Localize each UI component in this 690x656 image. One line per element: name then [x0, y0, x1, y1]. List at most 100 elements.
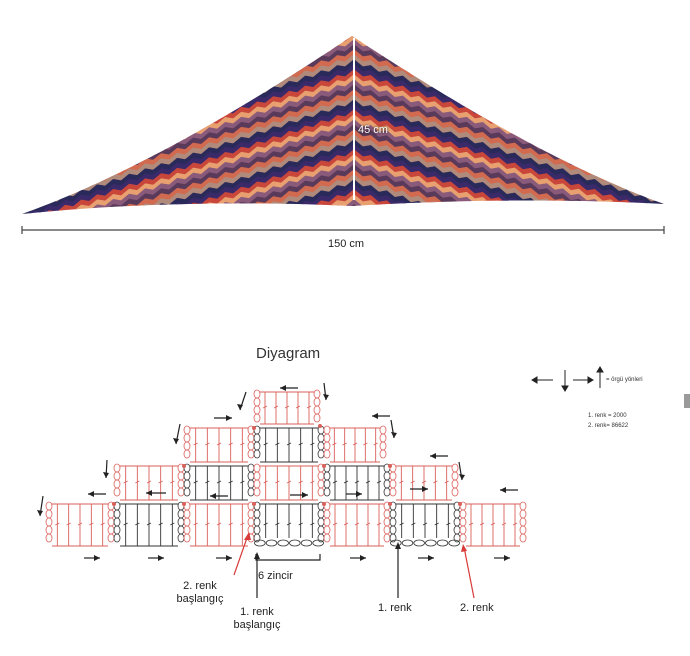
chain-stitch: [390, 480, 396, 488]
shawl-photo: [0, 0, 690, 260]
joining-stitch: [322, 464, 326, 468]
chain-stitch: [254, 518, 260, 526]
chain-stitch: [452, 464, 458, 472]
chain-stitch: [520, 534, 526, 542]
chain-stitch: [114, 526, 120, 534]
joining-stitch: [182, 464, 186, 468]
chain-stitch: [454, 510, 460, 518]
chain-stitch: [414, 540, 425, 546]
chain-stitch: [248, 464, 254, 472]
chain-stitch: [314, 406, 320, 414]
chain-stitch: [390, 526, 396, 534]
chain-stitch: [318, 442, 324, 450]
stitch-block: [184, 502, 254, 546]
chain-stitch: [324, 426, 330, 434]
chain-stitch: [460, 526, 466, 534]
chain-stitch: [384, 518, 390, 526]
chain-stitch: [254, 442, 260, 450]
stitch-block: [114, 502, 184, 546]
chain-stitch: [324, 518, 330, 526]
chain-stitch: [520, 518, 526, 526]
shawl-stripe: [10, 198, 674, 260]
joining-stitch: [388, 502, 392, 506]
chain-stitch: [454, 518, 460, 526]
stitch-block: [390, 464, 458, 500]
chain-stitch: [318, 510, 324, 518]
stitch-block: [460, 502, 526, 546]
chain-stitch: [390, 510, 396, 518]
chain-stitch: [324, 510, 330, 518]
joining-stitch: [388, 464, 392, 468]
stitch-block: [324, 426, 386, 462]
chain-stitch: [178, 472, 184, 480]
shawl-stripe: [10, 203, 674, 260]
arrow-head: [391, 432, 397, 438]
annotation-color1-start: 1. renk başlangıç: [222, 606, 292, 632]
chain-stitch: [254, 488, 260, 496]
chain-stitch: [254, 398, 260, 406]
chain-stitch: [114, 464, 120, 472]
chain-stitch: [184, 450, 190, 458]
chain-stitch: [266, 540, 277, 546]
chain-stitch: [324, 442, 330, 450]
chain-stitch: [255, 540, 266, 546]
chain-stitch: [318, 450, 324, 458]
arrow-head: [94, 555, 100, 561]
chain-stitch: [248, 434, 254, 442]
chain-stitch: [254, 526, 260, 534]
chain-stitch: [290, 540, 301, 546]
chain-stitch: [184, 488, 190, 496]
chain-stitch: [324, 434, 330, 442]
shawl-stripes: [10, 28, 674, 260]
chain-stitch: [248, 450, 254, 458]
chain-stitch: [384, 526, 390, 534]
arrow-head: [323, 394, 329, 400]
chain-stitch: [437, 540, 448, 546]
legend-color1: 1. renk = 2000: [588, 413, 627, 419]
chain-stitch: [46, 502, 52, 510]
chain-stitch: [184, 526, 190, 534]
chain-stitch: [454, 526, 460, 534]
chain-stitch: [449, 540, 460, 546]
chain-stitch: [318, 472, 324, 480]
chain-stitch: [178, 526, 184, 534]
chain-stitch: [254, 472, 260, 480]
joining-stitch: [458, 502, 462, 506]
arrow-head: [88, 491, 94, 497]
stitch-block: [254, 426, 324, 462]
chain-stitch: [254, 414, 260, 422]
chain-stitch: [318, 480, 324, 488]
chain-stitch: [248, 510, 254, 518]
chain-stitch: [402, 540, 413, 546]
chain-stitch: [254, 534, 260, 542]
chain-stitch: [452, 472, 458, 480]
annotation-color2-start: 2. renk başlangıç: [160, 580, 240, 606]
stitch-block: [254, 464, 324, 500]
chain-stitch: [390, 518, 396, 526]
chain-stitch: [520, 510, 526, 518]
chain-stitch: [314, 390, 320, 398]
stitch-block: [254, 502, 324, 546]
chain-stitch: [318, 434, 324, 442]
chain-stitch: [390, 534, 396, 542]
chain-stitch: [324, 472, 330, 480]
chain-stitch: [301, 540, 312, 546]
chain-stitch: [460, 510, 466, 518]
chain-stitch: [248, 488, 254, 496]
chain-stitch: [184, 510, 190, 518]
chain-stitch: [254, 464, 260, 472]
legend-direction-note: = örgü yönleri: [606, 377, 643, 383]
chain-stitch: [452, 480, 458, 488]
stitch-block: [46, 502, 114, 546]
chain-stitch: [108, 534, 114, 542]
chain-stitch: [324, 480, 330, 488]
stitch-block: [184, 464, 254, 500]
arrow-head: [280, 385, 286, 391]
chain-stitch: [318, 488, 324, 496]
chain-stitch: [460, 518, 466, 526]
chain-stitch: [46, 518, 52, 526]
chain-stitch: [248, 472, 254, 480]
chain-stitch: [114, 480, 120, 488]
chain-stitch: [384, 510, 390, 518]
edge-tab[interactable]: [684, 394, 690, 408]
